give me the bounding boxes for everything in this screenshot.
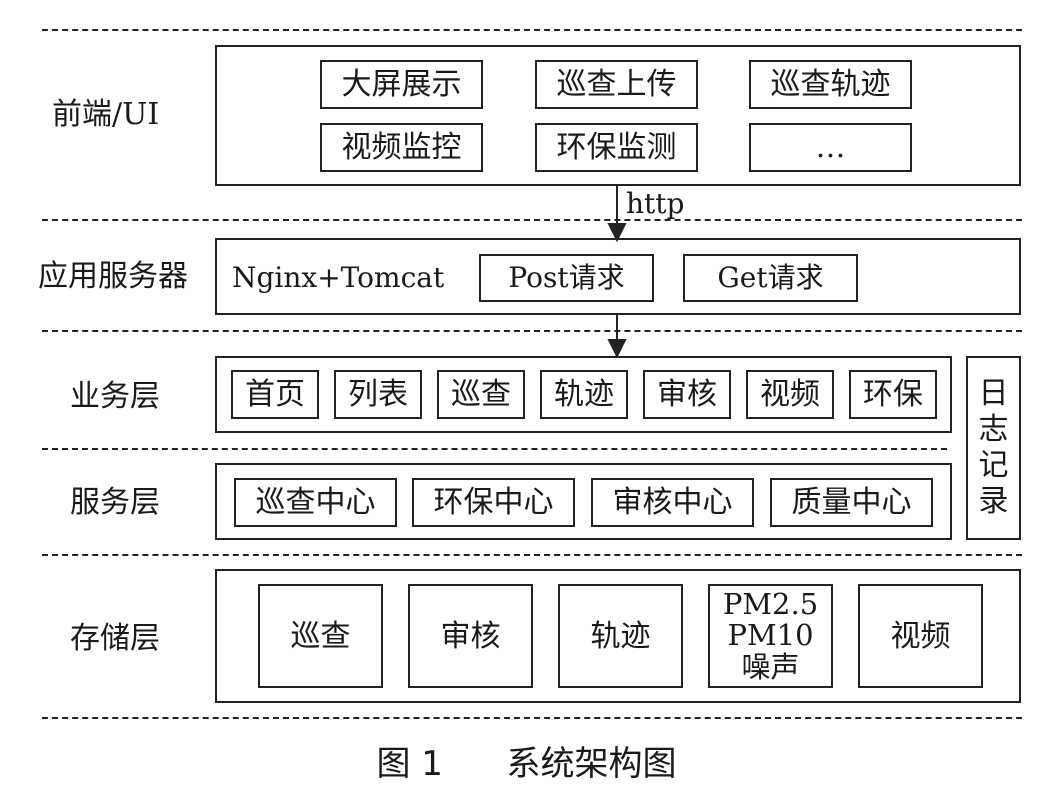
frontend-module: 视频监控: [320, 123, 483, 172]
storage-layer-label: 存储层: [70, 621, 160, 656]
storage-env-item: PM2.5: [722, 587, 819, 622]
storage-env-item: PM10: [727, 618, 814, 653]
frontend-module: …: [749, 123, 912, 172]
app-server-layer-label: 应用服务器: [38, 259, 188, 294]
separator-frontend-app: [42, 219, 1022, 221]
post-request-box: Post请求: [479, 254, 654, 302]
business-module: 巡查: [437, 370, 525, 419]
log-char: 日: [978, 376, 1009, 411]
get-request-box: Get请求: [683, 254, 858, 302]
separator-bottom: [42, 717, 1022, 719]
storage-module: 审核: [408, 584, 533, 688]
business-module: 环保: [849, 370, 937, 419]
storage-module: 巡查: [258, 584, 383, 688]
arrow-frontend-to-app: [607, 186, 627, 243]
service-layer-label: 服务层: [70, 485, 160, 520]
log-char: 录: [978, 484, 1009, 519]
business-module: 首页: [231, 370, 319, 419]
frontend-module: 环保监测: [535, 123, 698, 172]
business-module: 列表: [334, 370, 422, 419]
http-label: http: [626, 187, 685, 220]
storage-module: 视频: [858, 584, 983, 688]
business-module: 轨迹: [540, 370, 628, 419]
log-char: 记: [978, 448, 1009, 483]
app-server-layer-frame: [215, 238, 1021, 315]
service-module: 审核中心: [591, 478, 754, 527]
business-layer-frame: [215, 356, 952, 433]
business-module: 审核: [643, 370, 731, 419]
service-module: 巡查中心: [234, 478, 397, 527]
service-module: 质量中心: [770, 478, 933, 527]
service-module: 环保中心: [412, 478, 575, 527]
business-module: 视频: [746, 370, 834, 419]
server-stack-label: Nginx+Tomcat: [232, 261, 445, 294]
frontend-module: 巡查上传: [535, 60, 698, 109]
figure-caption: 图 1 系统架构图: [0, 736, 1053, 785]
frontend-layer-label: 前端/UI: [52, 97, 160, 132]
storage-env-item: 噪声: [741, 649, 800, 684]
service-layer-frame: [215, 463, 952, 540]
storage-module: 轨迹: [558, 584, 683, 688]
frontend-layer-frame: [215, 45, 1021, 186]
frontend-module: 巡查轨迹: [749, 60, 912, 109]
arrow-app-to-business: [607, 315, 627, 359]
separator-service-storage: [42, 554, 1022, 556]
log-record-box: 日 志 记 录: [966, 356, 1021, 540]
storage-layer-frame: [215, 569, 1021, 703]
separator-top: [42, 29, 1022, 31]
storage-module-environment: PM2.5 PM10 噪声: [708, 584, 833, 688]
separator-app-business: [42, 330, 1022, 332]
log-char: 志: [978, 412, 1009, 447]
frontend-module: 大屏展示: [320, 60, 483, 109]
separator-business-service: [42, 448, 947, 450]
caption-number: 图 1: [376, 744, 443, 784]
business-layer-label: 业务层: [70, 379, 160, 414]
caption-title: 系统架构图: [506, 744, 677, 784]
